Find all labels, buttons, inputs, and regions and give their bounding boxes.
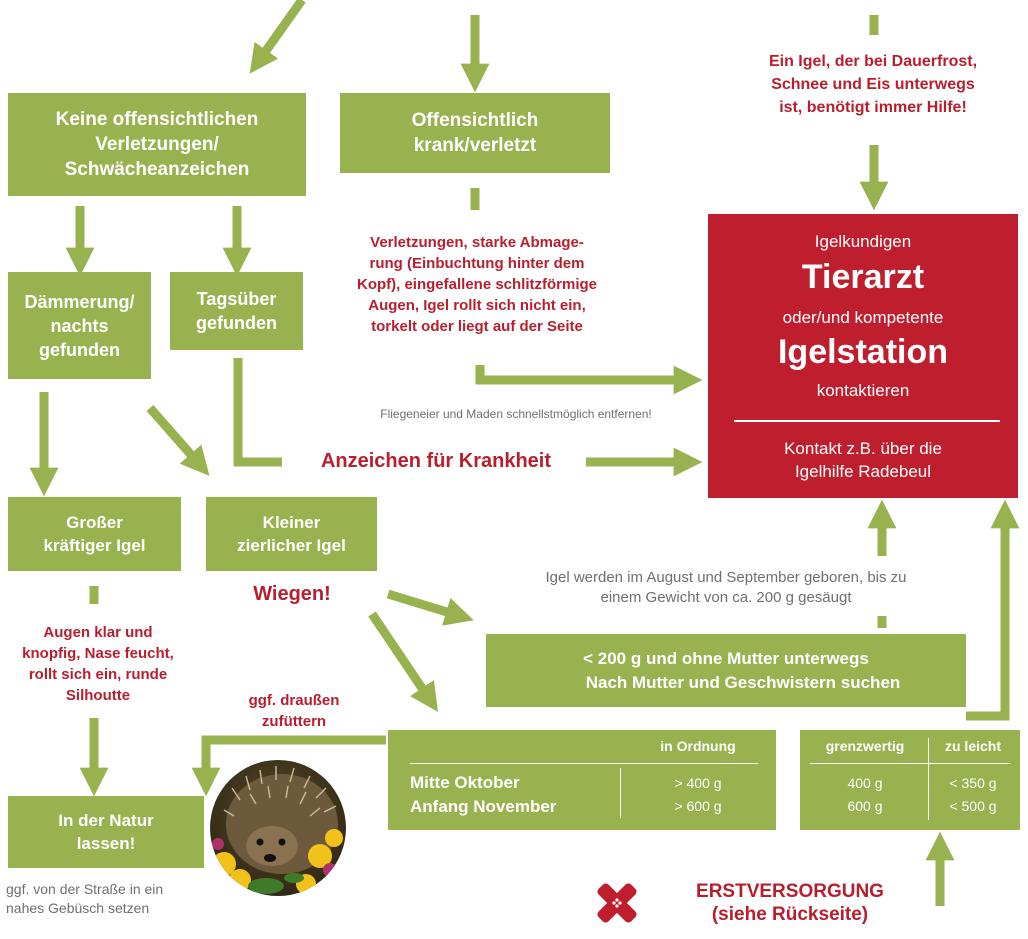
table-limit-header-too-light: zu leicht xyxy=(944,738,1001,754)
arrow-injury-to-vet xyxy=(475,365,703,395)
weight-table-ok: in Ordnung Mitte Oktober > 400 g Anfang … xyxy=(388,730,776,830)
healthy-signs: Augen klar und knopfig, Nase feucht, rol… xyxy=(22,624,174,704)
box-leave-in-nature: In der Natur lassen! xyxy=(8,796,204,868)
table-ok-row2-label: Anfang November xyxy=(410,797,557,816)
street-note: ggf. von der Straße in ein nahes Gebüsch… xyxy=(6,881,164,916)
weight-table-limit: grenzwertig zu leicht 400 g < 350 g 600 … xyxy=(800,730,1020,830)
under-200-line1: < 200 g und ohne Mutter unterwegs xyxy=(583,648,869,668)
table-limit-vline xyxy=(928,738,929,820)
arrow-dusk-to-small xyxy=(146,405,210,476)
table-ok-vline xyxy=(620,768,621,818)
vet-contact-line2: Igelhilfe Radebeul xyxy=(794,462,932,481)
table-ok-row1-label: Mitte Oktober xyxy=(410,773,520,792)
vet-line4: Igelstation xyxy=(777,333,949,371)
box-big-hedgehog: Großer kräftiger Igel xyxy=(8,497,181,571)
feed-outside: ggf. draußen zufüttern xyxy=(248,692,340,730)
hedgehog-photo xyxy=(210,760,346,896)
table-limit-header-borderline: grenzwertig xyxy=(825,738,905,754)
vet-divider xyxy=(734,420,1000,422)
sickness-signs: Anzeichen für Krankheit xyxy=(320,450,552,472)
arrow-top-left xyxy=(249,0,306,74)
vet-line1: Igelkundigen xyxy=(814,232,912,251)
table-limit-row2-borderline: 600 g xyxy=(847,798,883,814)
vet-line3: oder/und kompetente xyxy=(782,308,944,327)
weigh-label: Wiegen! xyxy=(253,583,331,605)
table-ok-row1-value: > 400 g xyxy=(674,775,722,791)
injury-signs: Verletzungen, starke Abmage- rung (Einbu… xyxy=(356,234,598,335)
flies-note: Fliegeneier und Maden schnellstmöglich e… xyxy=(380,407,652,421)
table-limit-row1-borderline: 400 g xyxy=(847,775,883,791)
table-limit-row1-too-light: < 350 g xyxy=(949,775,997,791)
vet-line5: kontaktieren xyxy=(816,381,910,400)
table-ok-hline xyxy=(410,763,758,764)
vet-contact-line1: Kontakt z.B. über die xyxy=(784,439,942,458)
box-no-injury: Keine offensichtlichen Verletzungen/ Sch… xyxy=(8,93,306,196)
box-under-200g: < 200 g und ohne Mutter unterwegs Nach M… xyxy=(486,634,966,707)
vet-line2: Tierarzt xyxy=(801,258,925,296)
box-obviously-sick: Offensichtlich krank/verletzt xyxy=(340,93,610,173)
frost-note: Ein Igel, der bei Dauerfrost, Schnee und… xyxy=(768,53,978,116)
arrow-daytime-line xyxy=(233,358,282,467)
table-limit-row2-too-light: < 500 g xyxy=(949,798,997,814)
box-dusk-found: Dämmerung/ nachts gefunden xyxy=(8,272,151,379)
box-small-hedgehog: Kleiner zierlicher Igel xyxy=(206,497,377,571)
arrow-weigh-to-200 xyxy=(386,589,474,626)
box-vet-contact: Igelkundigen Tierarzt oder/und kompetent… xyxy=(708,214,1018,498)
arrow-table-to-nature xyxy=(191,735,386,797)
under-200-line2: Nach Mutter und Geschwistern suchen xyxy=(585,672,901,692)
table-limit-hline xyxy=(810,763,1010,764)
table-ok-header: in Ordnung xyxy=(660,738,736,754)
first-aid-label: ERSTVERSORGUNG (siehe Rückseite) xyxy=(696,881,884,925)
box-daytime-found: Tagsüber gefunden xyxy=(170,272,303,350)
table-ok-row2-value: > 600 g xyxy=(674,798,722,814)
arrow-right-up-to-vet xyxy=(966,499,1020,721)
first-aid-icon xyxy=(597,883,637,923)
arrow-weigh-to-table xyxy=(368,611,439,712)
born-note: Igel werden im August und September gebo… xyxy=(545,569,907,606)
